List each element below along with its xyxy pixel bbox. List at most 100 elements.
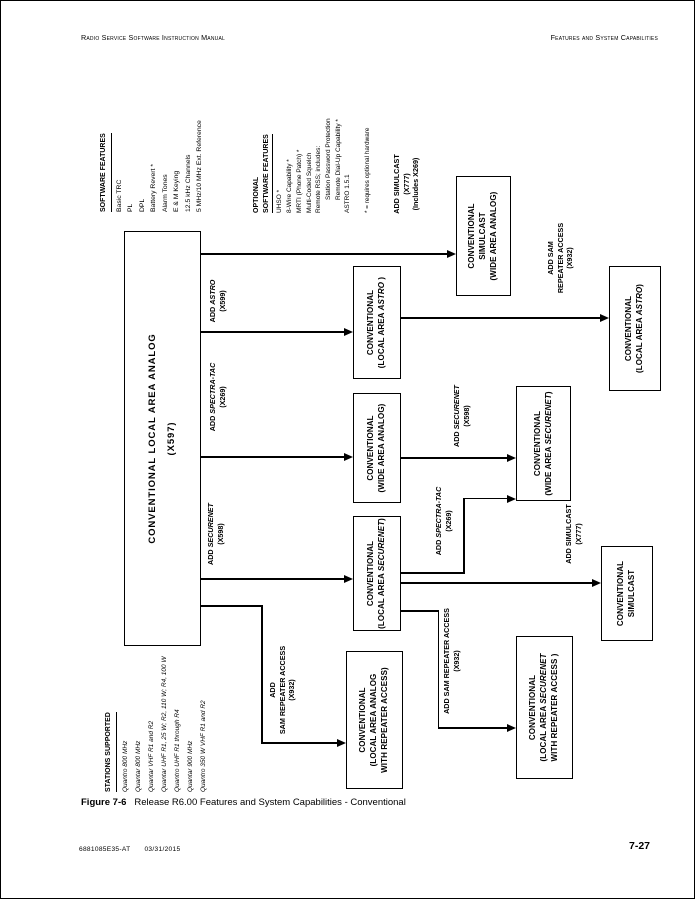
list-item: MRTI (Phone Patch) * — [295, 149, 303, 213]
connector-line — [401, 582, 592, 584]
connector-line — [437, 611, 440, 729]
page-header: Radio Service Software Instruction Manua… — [81, 33, 658, 42]
list-item: Quantar 900 MHz — [187, 740, 194, 792]
node-label: CONVENTIONAL — [532, 410, 542, 477]
connector-line — [401, 457, 507, 459]
doc-number: 6881085E35-AT — [79, 846, 131, 853]
list-item: Quantar UHF R1, 25 W; R2, 110 W; R4, 100… — [161, 656, 168, 792]
edge-label-add-sam-repeater-access: ADD SAM REPEATER ACCESS (X932) — [268, 645, 296, 735]
list-item: Quantro UHF R1 through R4 — [174, 709, 181, 792]
connector-line — [463, 497, 508, 500]
list-items: Quantro 800 MHz Quantar 800 MHz Quantar VH… — [119, 656, 210, 792]
node-code: (X597) — [165, 421, 177, 456]
edge-label-add-spectra-tac: ADD SPECTRA-TAC (X269) — [208, 362, 227, 432]
list-item: Quantro 350 W VHF R1 and R2 — [200, 700, 207, 792]
connector-line — [201, 253, 447, 255]
node-label: CONVENTIONAL — [467, 203, 477, 269]
flow-diagram: SOFTWARE FEATURES Basic TRC PL DPL Battery … — [96, 96, 671, 796]
arrowhead — [344, 453, 353, 462]
list-title: OPTIONAL — [253, 176, 260, 213]
list-item: Quantar VHF R1 and R2 — [148, 720, 155, 792]
list-item: 8-Wire Capability * — [286, 159, 294, 213]
edge-label-add-spectra-tac-2: ADD SPECTRA-TAC (X269) — [434, 486, 453, 556]
connector-line — [261, 606, 263, 744]
list-item: Basic TRC — [115, 179, 123, 212]
page-number: 7-27 — [628, 840, 650, 852]
node-label: CONVENTIONAL — [528, 674, 538, 741]
figure-label: Figure 7-6 — [81, 797, 127, 808]
stations-supported-list: STATIONS SUPPORTED Quantro 800 MHz Quanta… — [102, 656, 210, 792]
arrowhead — [337, 739, 346, 748]
edge-label-add-simulcast: ADD SIMULCAST (X777) (Includes X269) — [392, 154, 420, 214]
header-right: Features and System Capabilities — [550, 33, 658, 42]
node-label: CONVENTIONAL — [624, 295, 634, 362]
node-label: CONVENTIONAL — [616, 560, 626, 627]
hardware-footnote: * = requires optional hardware — [364, 127, 371, 213]
list-items: UHSO *8-Wire Capability *MRTI (Phone Pat… — [275, 118, 353, 213]
list-item: Multi-Coded Squelch — [305, 152, 313, 213]
software-features-list: SOFTWARE FEATURES Basic TRC PL DPL Battery … — [98, 120, 206, 212]
arrowhead — [344, 575, 353, 584]
node-label: CONVENTIONAL — [366, 540, 376, 607]
list-item: Battery Revert * — [150, 164, 157, 212]
arrowhead — [507, 454, 516, 463]
list-item: Alarm Tones — [161, 174, 169, 212]
list-item: PL — [127, 203, 134, 212]
list-item: Station Password Protection — [324, 118, 332, 200]
list-item: Remote RSS; includes: — [315, 145, 323, 213]
list-item: ASTRO 1.5.1 — [344, 174, 352, 213]
edge-label-add-sam-repeater-access-2: ADD SAM REPEATER ACCESS (X932) — [546, 222, 574, 294]
list-item: E & M Keying — [173, 170, 180, 212]
node-label: CONVENTIONAL LOCAL AREA ANALOG — [147, 333, 159, 544]
footer-doc-info: 6881085E35-AT 03/31/2015 — [79, 846, 180, 853]
list-items: Basic TRC PL DPL Battery Revert * Alarm Tone… — [114, 120, 206, 212]
edge-label-add-securenet: ADD SECURENET (X598) — [206, 503, 225, 565]
node-label: CONVENTIONAL — [366, 289, 376, 356]
arrowhead — [507, 724, 516, 733]
arrowhead — [507, 495, 516, 504]
list-item: 5 MHz/10 MHz Ext. Reference — [196, 120, 203, 212]
node-conventional-wide-area-analog: CONVENTIONAL(WIDE AREA ANALOG) — [353, 393, 401, 503]
header-left: Radio Service Software Instruction Manua… — [81, 33, 225, 42]
node-conventional-local-area-securenet: CONVENTIONAL(LOCAL AREA SECURENET) — [353, 516, 401, 631]
edge-label-add-sam-repeater-access-3: ADD SAM REPEATER ACCESS (X932) — [442, 608, 461, 714]
list-title: STATIONS SUPPORTED — [102, 712, 117, 792]
node-conventional-local-area-astro-2: CONVENTIONAL(LOCAL AREA ASTRO) — [609, 266, 661, 391]
figure-title: Release R6.00 Features and System Capabi… — [134, 797, 406, 808]
list-title: SOFTWARE FEATURES — [261, 134, 274, 213]
node-label: CONVENTIONAL — [366, 415, 376, 481]
figure-caption: Figure 7-6 Release R6.00 Features and Sys… — [81, 797, 406, 808]
connector-line — [463, 498, 465, 574]
list-item: DPL — [138, 198, 146, 212]
list-title: SOFTWARE FEATURES — [98, 133, 112, 212]
list-item: UHSO * — [276, 189, 284, 213]
edge-label-add-simulcast-2: ADD SIMULCAST (X777) — [564, 504, 583, 564]
connector-line — [401, 610, 439, 612]
node-conventional-local-area-astro: CONVENTIONAL(LOCAL AREA ASTRO ) — [353, 266, 401, 379]
connector-line — [201, 578, 344, 580]
arrowhead — [447, 250, 456, 259]
edge-label-add-securenet-2: ADD SECURENET (X598) — [452, 385, 471, 447]
list-item: Remote Dial-Up Capability * — [334, 119, 342, 200]
node-conventional-wide-area-securenet: CONVENTIONAL(WIDE AREA SECURENET) — [516, 386, 571, 501]
connector-line — [401, 572, 465, 574]
doc-date: 03/31/2015 — [144, 846, 181, 853]
optional-software-features-list: OPTIONAL SOFTWARE FEATURES UHSO *8-Wire … — [252, 118, 353, 213]
arrowhead — [344, 328, 353, 337]
arrowhead — [600, 314, 609, 323]
node-label: CONVENTIONAL — [358, 687, 368, 753]
connector-line — [201, 605, 263, 607]
list-item: Quantar 800 MHz — [135, 740, 142, 792]
connector-line — [201, 456, 344, 458]
arrowhead — [592, 579, 601, 588]
list-item: Quantro 800 MHz — [122, 740, 129, 792]
connector-line — [437, 727, 507, 729]
list-item: 12.5 kHz Channels — [184, 154, 192, 212]
connector-line — [401, 317, 600, 319]
node-conventional-local-area-analog: CONVENTIONAL LOCAL AREA ANALOG (X597) — [124, 231, 201, 646]
